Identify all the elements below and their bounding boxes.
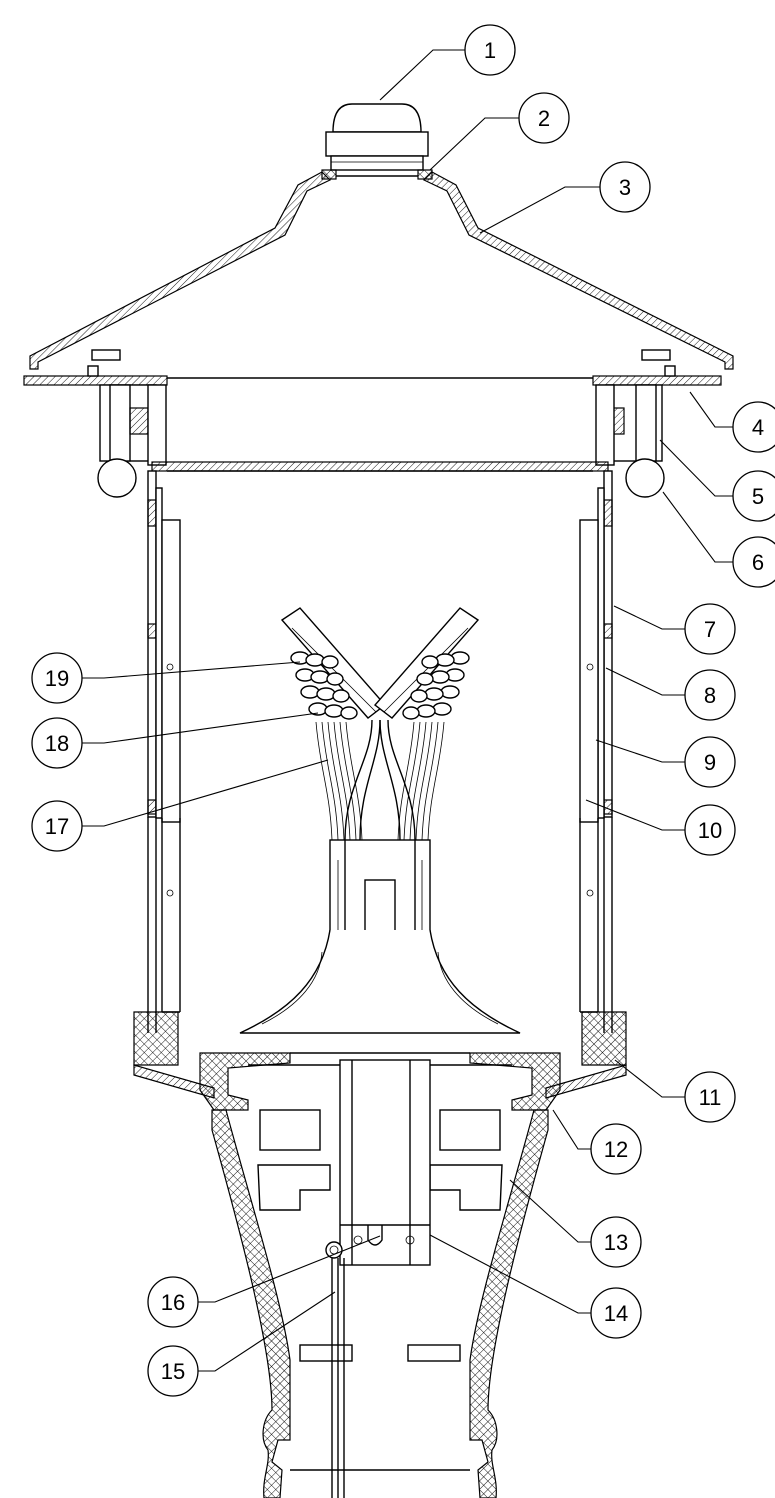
svg-text:5: 5 [752,484,764,509]
callout-5: 5 [732,470,775,522]
svg-text:13: 13 [604,1230,628,1255]
hinge-left [97,384,167,498]
callout-8: 8 [684,669,736,721]
wire-bundle [315,719,445,1003]
callout-7: 7 [684,603,736,655]
svg-text:14: 14 [604,1301,628,1326]
svg-text:3: 3 [619,175,631,200]
svg-text:18: 18 [45,731,69,756]
svg-text:2: 2 [538,106,550,131]
svg-text:15: 15 [161,1359,185,1384]
lower-housing [133,1011,627,1498]
callout-9: 9 [684,736,736,788]
cable [325,1241,345,1498]
hinge-right [595,384,665,498]
svg-text:6: 6 [752,550,764,575]
leader-lines [82,49,733,1372]
callout-4: 4 [732,401,775,453]
callout-1: 1 [464,24,516,76]
svg-text:10: 10 [698,818,722,843]
svg-text:4: 4 [752,415,764,440]
svg-text:12: 12 [604,1137,628,1162]
lamp-body [147,461,613,1033]
svg-text:19: 19 [45,666,69,691]
svg-text:11: 11 [699,1085,722,1110]
svg-text:16: 16 [161,1290,185,1315]
gasket [321,169,433,180]
callout-16: 16 [147,1276,199,1328]
callout-13: 13 [590,1216,642,1268]
callout-2: 2 [518,92,570,144]
callout-19: 19 [31,652,83,704]
led-beads-left [290,651,358,720]
callout-15: 15 [147,1345,199,1397]
callout-3: 3 [599,161,651,213]
led-beads-right [402,651,470,720]
svg-text:17: 17 [45,814,69,839]
callout-14: 14 [590,1287,642,1339]
svg-text:9: 9 [704,750,716,775]
callout-18: 18 [31,717,83,769]
callout-10: 10 [684,804,736,856]
optic-array [239,607,521,1034]
top-cap [325,103,429,171]
callout-6: 6 [732,536,775,588]
svg-text:7: 7 [704,617,716,642]
callout-12: 12 [590,1123,642,1175]
svg-text:1: 1 [484,38,496,63]
callout-17: 17 [31,800,83,852]
svg-text:8: 8 [704,683,716,708]
callout-11: 11 [684,1071,736,1123]
